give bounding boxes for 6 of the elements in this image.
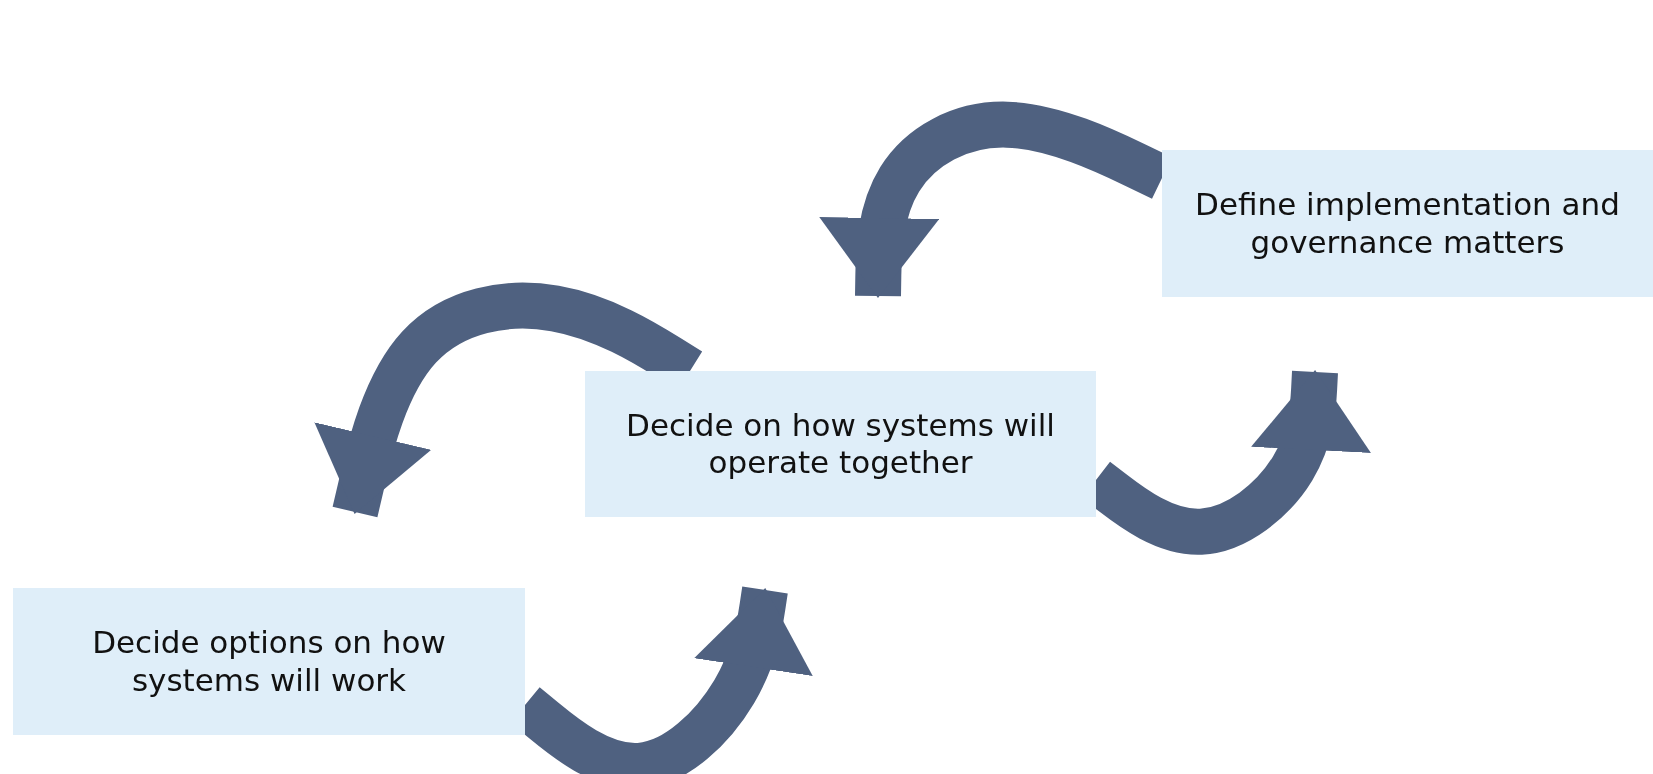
process-box	[1162, 150, 1653, 297]
process-box	[13, 588, 525, 735]
box-text: Decide on how systems will operate together	[625, 406, 1056, 482]
process-box	[585, 371, 1096, 517]
box-text: Decide options on how systems will work	[91, 624, 447, 699]
box-text: Define implementation and governance matters	[1194, 186, 1621, 261]
